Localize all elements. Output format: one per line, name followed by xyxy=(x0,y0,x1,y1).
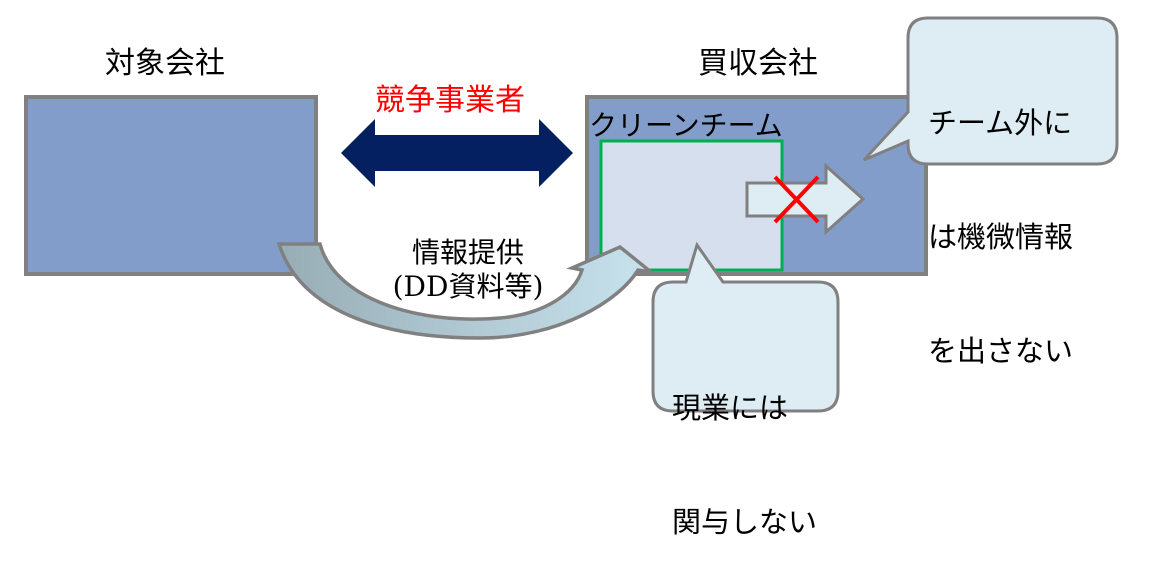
target-company-label: 対象会社 xyxy=(105,46,225,81)
info-flow-line1: 情報提供 xyxy=(411,236,524,269)
callout-line: は機微情報 xyxy=(928,220,1074,254)
callout-line: を出さない xyxy=(928,334,1074,368)
cross-icon xyxy=(773,175,820,224)
blocked-arrow-icon xyxy=(745,162,866,236)
info-flow-label: 情報提供 (DD資料等) xyxy=(368,236,568,304)
competitor-label: 競争事業者 xyxy=(375,83,525,118)
info-flow-line2: (DD資料等) xyxy=(392,270,544,303)
callout-business xyxy=(651,241,840,413)
double-arrow-icon xyxy=(341,119,573,187)
info-flow-arrow-icon xyxy=(276,242,658,340)
diagram-canvas xyxy=(24,16,1119,413)
clean-team-label: クリーンチーム xyxy=(589,109,783,142)
callout-business-text: 現業には 関与しない xyxy=(672,313,817,579)
acquiring-company-label: 買収会社 xyxy=(698,46,818,81)
callout-line: 現業には xyxy=(672,391,789,425)
target-company-box xyxy=(24,95,318,276)
callout-line: 関与しない xyxy=(672,505,818,539)
callout-outside-team xyxy=(862,16,1119,166)
callout-outside-team-text: チーム外に は機微情報 を出さない xyxy=(928,28,1073,408)
callout-line: チーム外に xyxy=(928,106,1073,140)
